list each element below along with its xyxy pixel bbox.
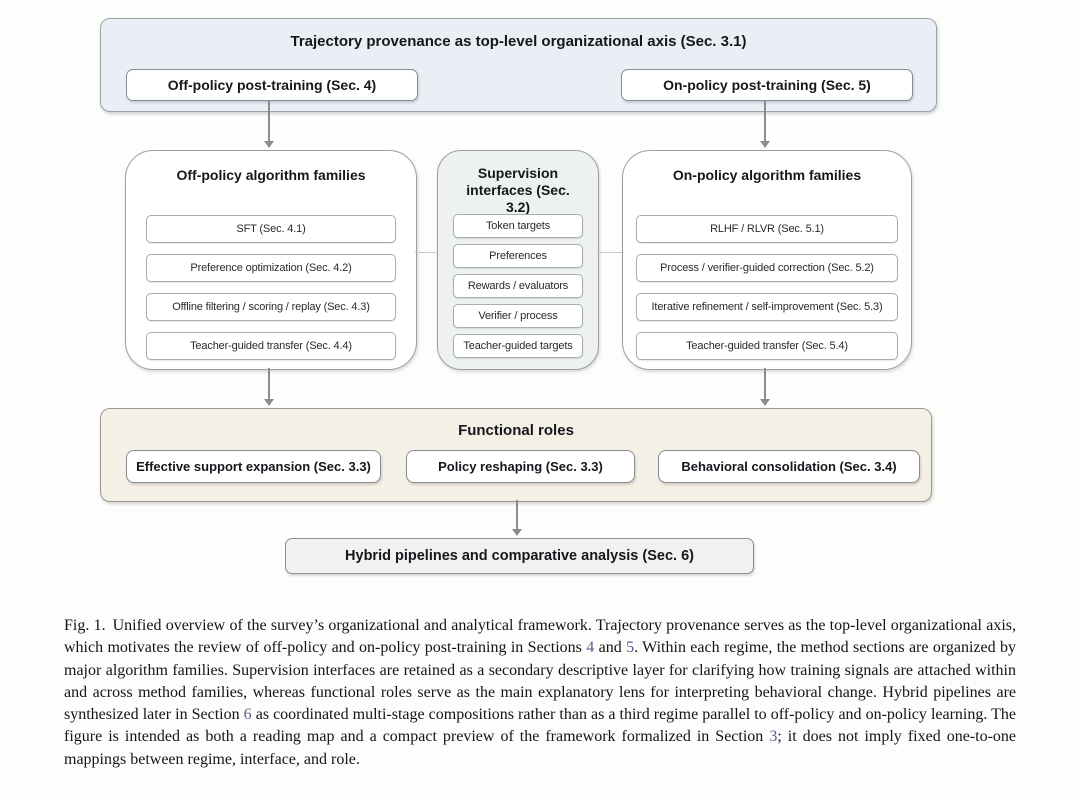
- supervision-item-token-targets: Token targets: [453, 214, 583, 238]
- figure-1-diagram: Trajectory provenance as top-level organ…: [100, 18, 937, 574]
- supervision-item-teacher-guided-targets: Teacher-guided targets: [453, 334, 583, 358]
- arrow-onpolicy-down-icon: [759, 100, 771, 148]
- on-policy-families-title: On-policy algorithm families: [672, 167, 862, 183]
- caption-text: . Within each regime, the method section…: [64, 639, 1016, 724]
- on-policy-item-rlhf-rlvr: RLHF / RLVR (Sec. 5.1): [636, 215, 898, 243]
- section-ref-5[interactable]: 5: [626, 639, 635, 657]
- on-policy-post-training-box: On-policy post-training (Sec. 5): [621, 69, 913, 101]
- section-ref-3[interactable]: 3: [769, 728, 778, 746]
- caption-text: and: [594, 639, 627, 657]
- arrow-onpolicy-to-roles-icon: [759, 368, 771, 406]
- trajectory-provenance-box: Trajectory provenance as top-level organ…: [100, 18, 937, 112]
- caption-text: as coordinated multi-stage compositions …: [64, 706, 1016, 746]
- off-policy-post-training-box: Off-policy post-training (Sec. 4): [126, 69, 418, 101]
- supervision-item-verifier-process: Verifier / process: [453, 304, 583, 328]
- supervision-item-preferences: Preferences: [453, 244, 583, 268]
- caption-text: Unified overview of the survey’s organiz…: [64, 617, 1017, 657]
- off-policy-item-sft: SFT (Sec. 4.1): [146, 215, 396, 243]
- role-effective-support-expansion: Effective support expansion (Sec. 3.3): [126, 450, 381, 483]
- off-policy-item-preference-optimization: Preference optimization (Sec. 4.2): [146, 254, 396, 282]
- trajectory-provenance-title: Trajectory provenance as top-level organ…: [290, 33, 747, 50]
- connector-offpolicy-supervision: [415, 252, 437, 253]
- on-policy-item-teacher-guided-transfer: Teacher-guided transfer (Sec. 5.4): [636, 332, 898, 360]
- off-policy-families-title: Off-policy algorithm families: [176, 167, 366, 183]
- functional-roles-title: Functional roles: [458, 422, 574, 439]
- arrow-offpolicy-down-icon: [263, 100, 275, 148]
- figure-caption-label: Fig. 1.: [64, 617, 106, 634]
- arrow-offpolicy-to-roles-icon: [263, 368, 275, 406]
- hybrid-pipelines-box: Hybrid pipelines and comparative analysi…: [285, 538, 754, 574]
- section-ref-4[interactable]: 4: [586, 639, 595, 657]
- section-ref-6[interactable]: 6: [243, 706, 252, 724]
- off-policy-item-teacher-guided-transfer: Teacher-guided transfer (Sec. 4.4): [146, 332, 396, 360]
- supervision-item-rewards-evaluators: Rewards / evaluators: [453, 274, 583, 298]
- on-policy-item-iterative-refinement: Iterative refinement / self-improvement …: [636, 293, 898, 321]
- connector-supervision-onpolicy: [597, 252, 622, 253]
- supervision-interfaces-card: Supervision interfaces (Sec. 3.2) Token …: [437, 150, 599, 370]
- arrow-roles-to-hybrid-icon: [511, 500, 523, 536]
- on-policy-item-process-verifier-correction: Process / verifier-guided correction (Se…: [636, 254, 898, 282]
- figure-caption: Fig. 1.Unified overview of the survey’s …: [64, 615, 1016, 771]
- off-policy-families-card: Off-policy algorithm families SFT (Sec. …: [125, 150, 417, 370]
- role-policy-reshaping: Policy reshaping (Sec. 3.3): [406, 450, 635, 483]
- off-policy-item-offline-filtering: Offline filtering / scoring / replay (Se…: [146, 293, 396, 321]
- on-policy-families-card: On-policy algorithm families RLHF / RLVR…: [622, 150, 912, 370]
- caption-text: ; it does not imply fixed one-to-one map…: [64, 728, 1017, 768]
- functional-roles-box: Functional roles Effective support expan…: [100, 408, 932, 502]
- role-behavioral-consolidation: Behavioral consolidation (Sec. 3.4): [658, 450, 920, 483]
- supervision-interfaces-title: Supervision interfaces (Sec. 3.2): [466, 165, 570, 215]
